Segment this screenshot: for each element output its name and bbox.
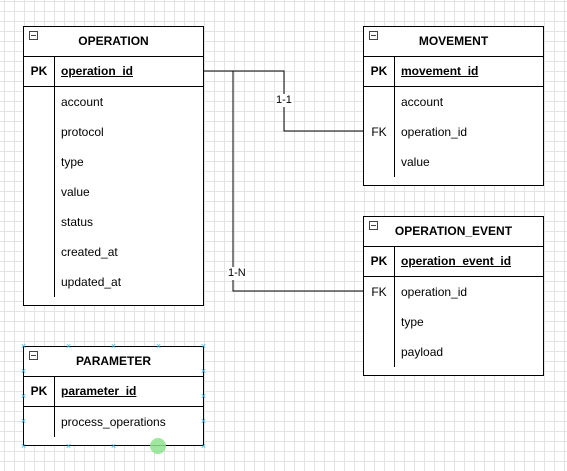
field-row[interactable]: account bbox=[24, 87, 203, 117]
pk-field: operation_event_id bbox=[401, 254, 512, 268]
relationship-label-1-1: 1-1 bbox=[275, 94, 293, 107]
primary-key-row[interactable]: PK operation_event_id bbox=[364, 247, 543, 277]
field-row[interactable]: FK operation_id bbox=[364, 277, 543, 307]
table-title: OPERATION_EVENT bbox=[394, 224, 513, 238]
table-operation[interactable]: OPERATION PK operation_id account protoc… bbox=[23, 26, 204, 306]
field-name: updated_at bbox=[61, 275, 122, 289]
field-row[interactable]: account bbox=[364, 87, 543, 117]
column-divider bbox=[394, 247, 395, 276]
collapse-icon[interactable] bbox=[369, 221, 378, 230]
edge-operation-event[interactable] bbox=[232, 71, 363, 292]
resize-handle[interactable]: × bbox=[200, 341, 207, 351]
column-divider bbox=[54, 57, 55, 86]
field-row[interactable]: type bbox=[364, 307, 543, 337]
column-divider bbox=[394, 87, 395, 177]
resize-handle[interactable]: × bbox=[200, 441, 207, 451]
field-row[interactable]: process_operations bbox=[24, 407, 203, 437]
resize-handle[interactable]: × bbox=[200, 391, 207, 401]
table-header: PARAMETER bbox=[24, 347, 203, 377]
pk-label: PK bbox=[370, 64, 388, 78]
field-row[interactable]: updated_at bbox=[24, 267, 203, 297]
column-divider bbox=[54, 87, 55, 297]
field-name: type bbox=[401, 315, 424, 329]
relationship-label-1-n: 1-N bbox=[227, 267, 247, 280]
pk-field: parameter_id bbox=[61, 384, 137, 398]
table-operation-event[interactable]: OPERATION_EVENT PK operation_event_id FK… bbox=[363, 216, 544, 376]
column-divider bbox=[54, 377, 55, 406]
resize-handle[interactable]: × bbox=[110, 441, 117, 451]
resize-handle[interactable]: × bbox=[20, 366, 27, 376]
pk-field: operation_id bbox=[61, 64, 134, 78]
column-divider bbox=[394, 57, 395, 86]
field-row[interactable]: value bbox=[24, 177, 203, 207]
column-divider bbox=[394, 277, 395, 367]
collapse-icon[interactable] bbox=[29, 351, 38, 360]
connection-point-icon[interactable] bbox=[150, 438, 166, 454]
field-name: payload bbox=[401, 345, 444, 359]
field-name: status bbox=[61, 215, 94, 229]
pk-label: PK bbox=[30, 64, 48, 78]
table-parameter[interactable]: PARAMETER PK parameter_id process_operat… bbox=[23, 346, 204, 446]
field-name: type bbox=[61, 155, 84, 169]
primary-key-row[interactable]: PK parameter_id bbox=[24, 377, 203, 407]
table-title: PARAMETER bbox=[75, 354, 152, 368]
field-row[interactable]: value bbox=[364, 147, 543, 177]
primary-key-row[interactable]: PK operation_id bbox=[24, 57, 203, 87]
field-name: operation_id bbox=[401, 285, 468, 299]
field-name: operation_id bbox=[401, 125, 468, 139]
fk-label: FK bbox=[371, 125, 387, 139]
resize-handle[interactable]: × bbox=[65, 341, 72, 351]
resize-handle[interactable]: × bbox=[200, 366, 207, 376]
field-row[interactable]: protocol bbox=[24, 117, 203, 147]
resize-handle[interactable]: × bbox=[200, 416, 207, 426]
field-name: value bbox=[61, 185, 90, 199]
table-title: MOVEMENT bbox=[418, 34, 489, 48]
field-row[interactable]: payload bbox=[364, 337, 543, 367]
field-name: account bbox=[401, 95, 444, 109]
field-name: account bbox=[61, 95, 104, 109]
resize-handle[interactable]: × bbox=[65, 441, 72, 451]
resize-handle[interactable]: × bbox=[20, 416, 27, 426]
resize-handle[interactable]: × bbox=[20, 391, 27, 401]
field-row[interactable]: created_at bbox=[24, 237, 203, 267]
table-header: MOVEMENT bbox=[364, 27, 543, 57]
field-row[interactable]: status bbox=[24, 207, 203, 237]
pk-label: PK bbox=[30, 384, 48, 398]
field-name: created_at bbox=[61, 245, 118, 259]
resize-handle[interactable]: × bbox=[20, 341, 27, 351]
primary-key-row[interactable]: PK movement_id bbox=[364, 57, 543, 87]
fk-label: FK bbox=[371, 285, 387, 299]
resize-handle[interactable]: × bbox=[155, 341, 162, 351]
resize-handle[interactable]: × bbox=[110, 341, 117, 351]
table-header: OPERATION_EVENT bbox=[364, 217, 543, 247]
field-row[interactable]: FK operation_id bbox=[364, 117, 543, 147]
field-name: protocol bbox=[61, 125, 104, 139]
table-header: OPERATION bbox=[24, 27, 203, 57]
field-row[interactable]: type bbox=[24, 147, 203, 177]
field-name: process_operations bbox=[61, 415, 166, 429]
pk-field: movement_id bbox=[401, 64, 479, 78]
table-movement[interactable]: MOVEMENT PK movement_id account FK opera… bbox=[363, 26, 544, 186]
field-name: value bbox=[401, 155, 430, 169]
table-title: OPERATION bbox=[78, 34, 149, 48]
pk-label: PK bbox=[370, 254, 388, 268]
collapse-icon[interactable] bbox=[369, 31, 378, 40]
resize-handle[interactable]: × bbox=[20, 441, 27, 451]
collapse-icon[interactable] bbox=[29, 31, 38, 40]
column-divider bbox=[54, 407, 55, 437]
